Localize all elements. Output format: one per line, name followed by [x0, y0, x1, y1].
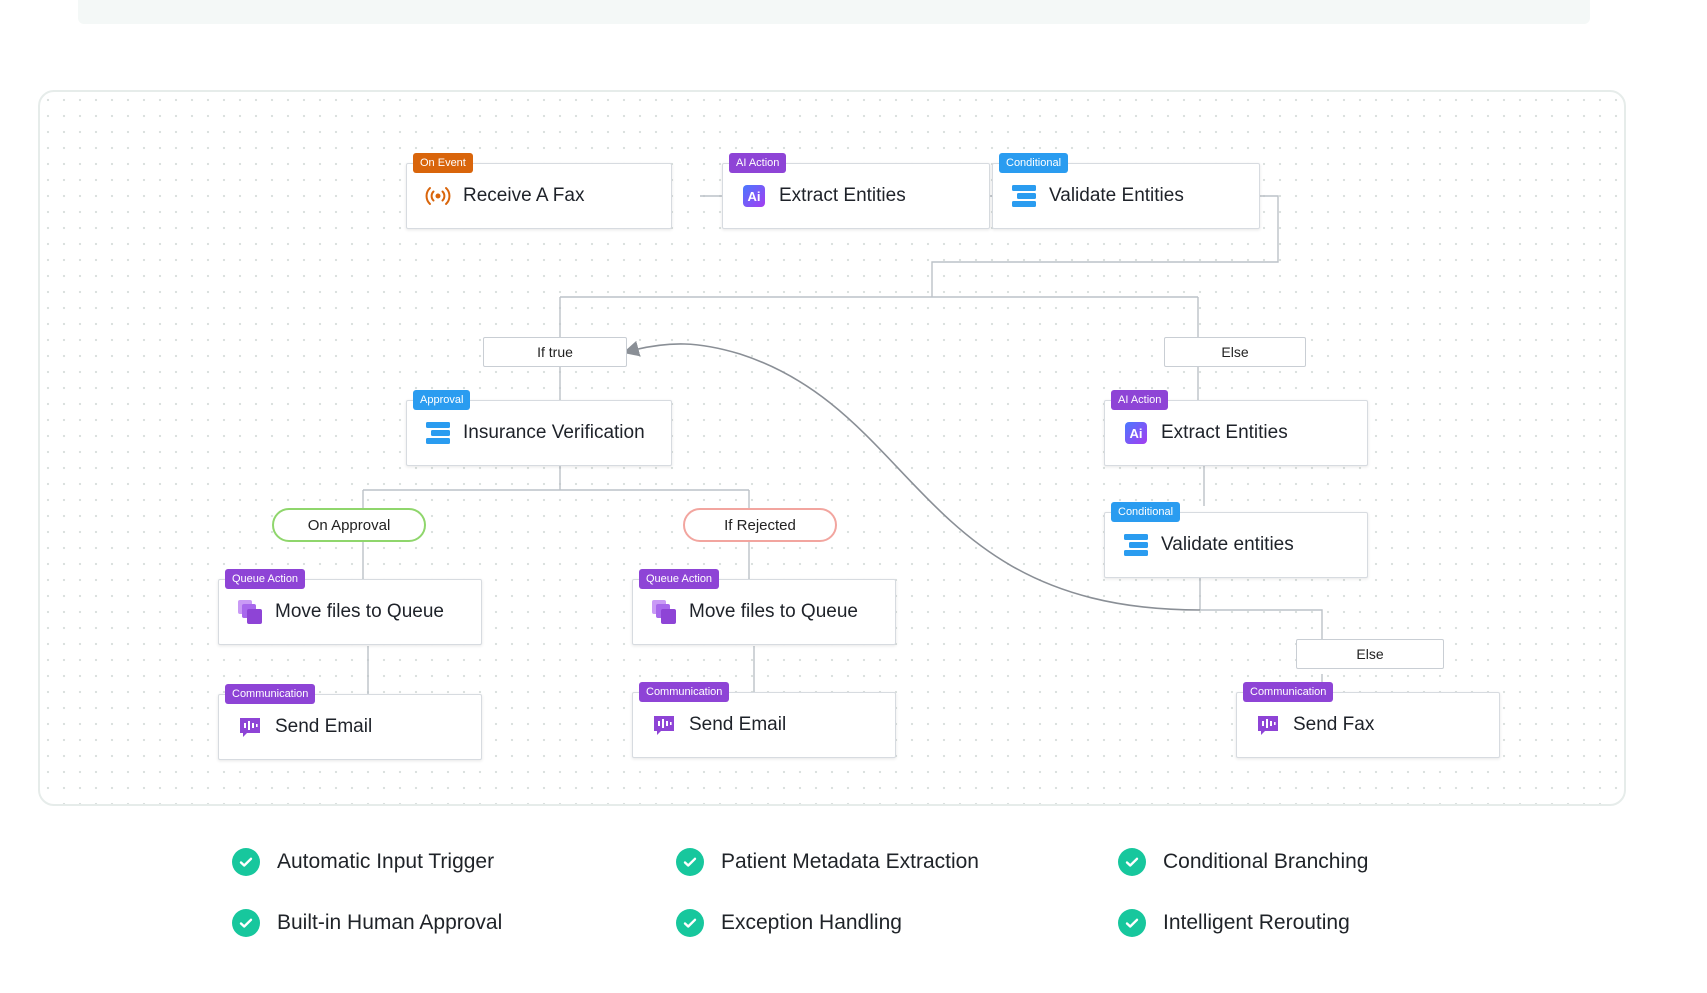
feature-item: Intelligent Rerouting [1118, 909, 1350, 937]
ai-icon: Ai [1123, 420, 1149, 446]
tag-communication: Communication [225, 684, 316, 704]
conditional-icon [425, 420, 451, 446]
node-else-validate-entities[interactable]: Conditional Validate entities [1104, 502, 1368, 578]
conditional-icon [1011, 183, 1037, 209]
node-else-extract-entities[interactable]: AI Action Ai Extract Entities [1104, 390, 1368, 466]
ai-icon: Ai [741, 183, 767, 209]
feature-label: Patient Metadata Extraction [721, 850, 979, 873]
node-validate-entities[interactable]: Conditional Validate Entities [992, 153, 1260, 229]
tag-ai-action: AI Action [1111, 390, 1169, 410]
tag-queue-action: Queue Action [225, 569, 306, 589]
feature-label: Exception Handling [721, 911, 902, 934]
node-label: Extract Entities [1161, 422, 1288, 443]
tag-approval: Approval [413, 390, 471, 410]
check-circle-icon [1118, 909, 1146, 937]
svg-text:Ai: Ai [1130, 426, 1143, 441]
node-send-fax[interactable]: Communication Send Fax [1236, 682, 1500, 758]
feature-item: Conditional Branching [1118, 848, 1368, 876]
check-circle-icon [232, 909, 260, 937]
node-label: Insurance Verification [463, 422, 645, 443]
top-banner [78, 0, 1590, 24]
node-label: Send Fax [1293, 714, 1375, 735]
feature-item: Automatic Input Trigger [232, 848, 494, 876]
tag-conditional: Conditional [999, 153, 1069, 173]
node-label: Validate Entities [1049, 185, 1184, 206]
tag-ai-action: AI Action [729, 153, 787, 173]
connector-lines [362, 195, 1323, 694]
check-circle-icon [1118, 848, 1146, 876]
branch-on-approval[interactable]: On Approval [272, 508, 426, 542]
check-circle-icon [676, 848, 704, 876]
tag-communication: Communication [1243, 682, 1334, 702]
node-label: Move files to Queue [275, 601, 444, 622]
feature-item: Exception Handling [676, 909, 902, 937]
tag-conditional: Conditional [1111, 502, 1181, 522]
message-icon [651, 712, 677, 738]
workflow-canvas: On Event Receive A Fax AI Action Ai Extr… [38, 90, 1626, 806]
tag-communication: Communication [639, 682, 730, 702]
message-icon [237, 714, 263, 740]
branch-if-true[interactable]: If true [483, 337, 627, 367]
feature-label: Built-in Human Approval [277, 911, 503, 934]
node-label: Move files to Queue [689, 601, 858, 622]
node-receive-fax[interactable]: On Event Receive A Fax [406, 153, 672, 229]
broadcast-icon [425, 183, 451, 209]
svg-text:Ai: Ai [748, 189, 761, 204]
branch-else-top[interactable]: Else [1164, 337, 1306, 367]
node-label: Send Email [689, 714, 787, 735]
feature-item: Built-in Human Approval [232, 909, 502, 937]
branch-if-rejected[interactable]: If Rejected [683, 508, 837, 542]
queue-icon [651, 599, 677, 625]
node-label: Extract Entities [779, 185, 906, 206]
node-queue-approved[interactable]: Queue Action Move files to Queue [218, 569, 482, 645]
check-circle-icon [232, 848, 260, 876]
feature-label: Intelligent Rerouting [1163, 911, 1350, 934]
check-circle-icon [676, 909, 704, 937]
node-insurance-verification[interactable]: Approval Insurance Verification [406, 390, 672, 466]
feature-item: Patient Metadata Extraction [676, 848, 979, 876]
node-queue-rejected[interactable]: Queue Action Move files to Queue [632, 569, 896, 645]
feature-label: Automatic Input Trigger [277, 850, 495, 873]
conditional-icon [1123, 532, 1149, 558]
queue-icon [237, 599, 263, 625]
node-email-rejected[interactable]: Communication Send Email [632, 682, 896, 758]
feature-label: Conditional Branching [1163, 850, 1369, 873]
message-icon [1255, 712, 1281, 738]
node-email-approved[interactable]: Communication Send Email [218, 684, 482, 760]
tag-on-event: On Event [413, 153, 473, 173]
node-extract-entities[interactable]: AI Action Ai Extract Entities [722, 153, 990, 229]
tag-queue-action: Queue Action [639, 569, 720, 589]
branch-else-bottom[interactable]: Else [1296, 639, 1444, 669]
node-label: Receive A Fax [463, 185, 585, 206]
node-label: Validate entities [1161, 534, 1294, 555]
node-label: Send Email [275, 716, 373, 737]
